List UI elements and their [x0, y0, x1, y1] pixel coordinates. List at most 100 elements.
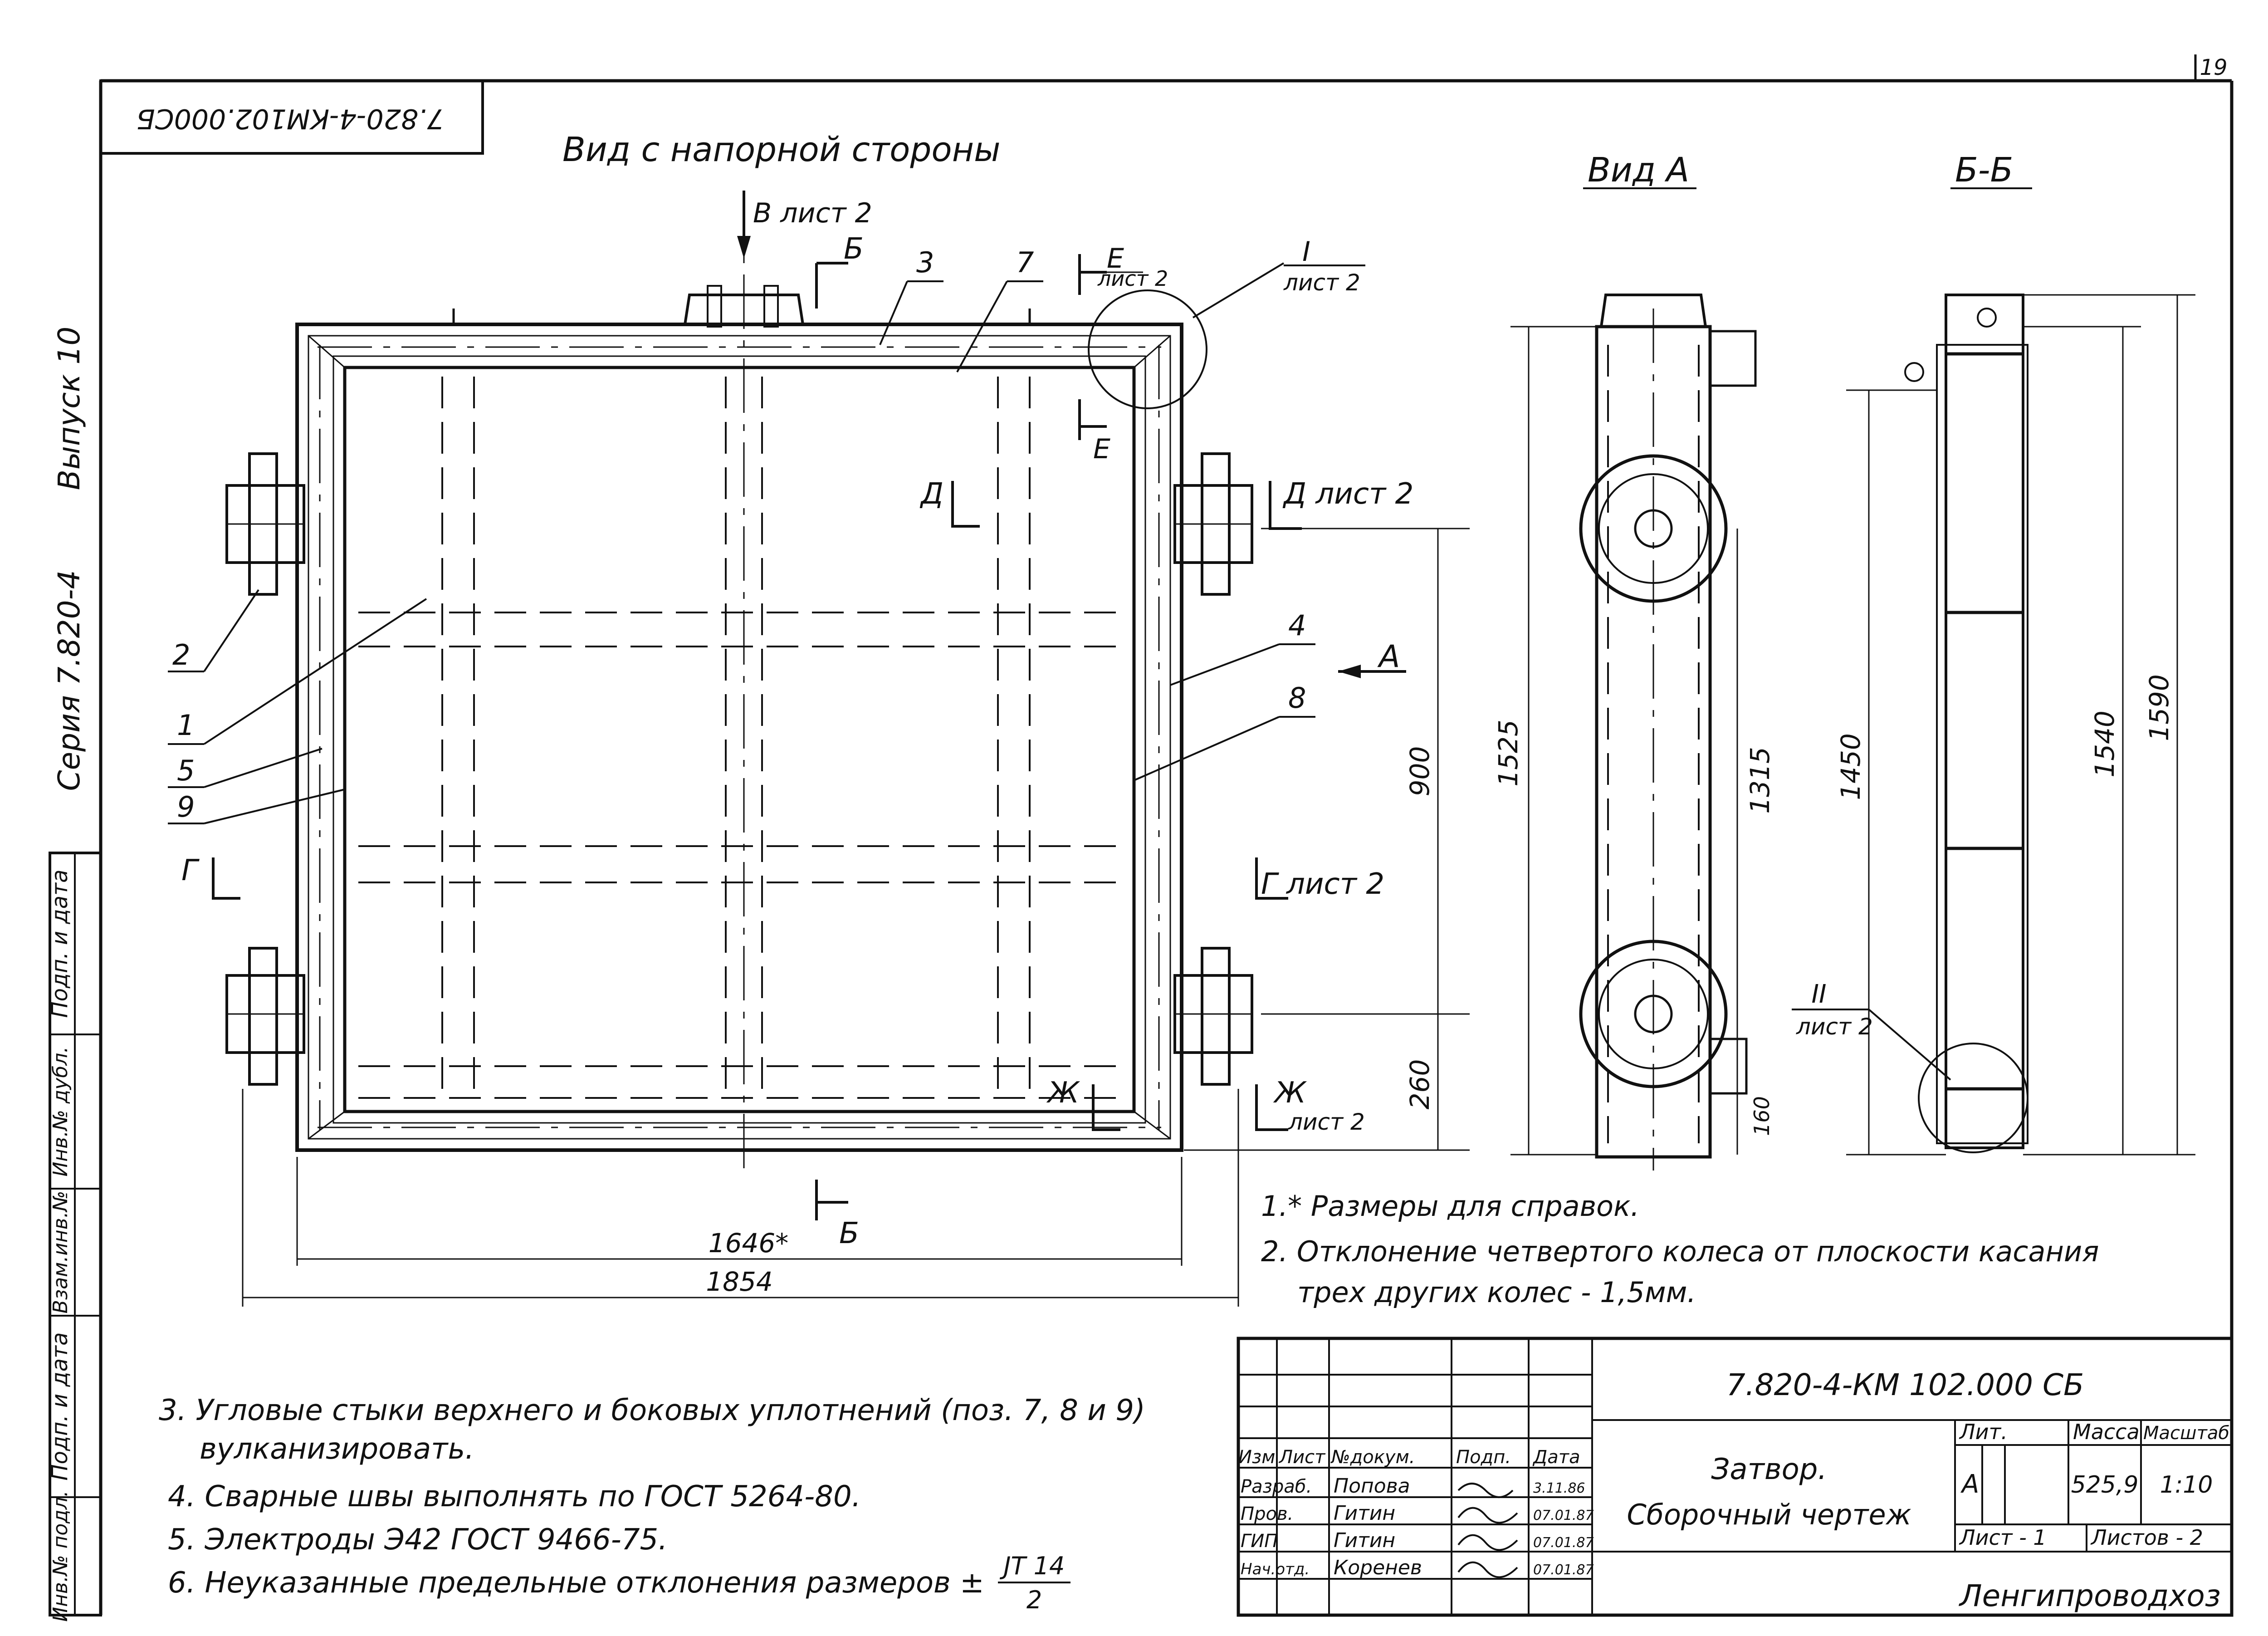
lit-label: Лит.: [1959, 1420, 2008, 1444]
section-bb-dimensions: [1846, 294, 2195, 1156]
svg-text:Ж: Ж: [1046, 1076, 1080, 1110]
section-bb-drawing: [1904, 294, 2028, 1149]
row-name-1: Попова: [1334, 1474, 1410, 1498]
scale-value: 1:10: [2160, 1471, 2213, 1499]
svg-text:Б: Б: [844, 232, 864, 266]
wheel-top-right: [1173, 452, 1253, 596]
pos-4: 4: [1288, 609, 1306, 642]
svg-text:II: II: [1811, 980, 1826, 1009]
svg-text:лист 2: лист 2: [1097, 266, 1168, 291]
dim-900: 900: [1404, 746, 1435, 797]
svg-text:Е: Е: [1093, 433, 1110, 465]
hdr-date: Дата: [1532, 1447, 1580, 1468]
rotated-stamp-code: 7.820-4-КМ102.000СБ: [137, 103, 445, 134]
dimension-lines-main: [242, 528, 1470, 1307]
section-mark-g-left: Г: [181, 854, 240, 900]
row-date-4: 07.01.87: [1533, 1562, 1594, 1578]
mass-label: Масса: [2073, 1420, 2140, 1444]
sheets-label: Листов - 2: [2090, 1525, 2203, 1550]
detail-label-ii: II лист 2: [1792, 980, 1951, 1081]
detail-circle-i: [1088, 289, 1207, 409]
gate-main-view: [295, 191, 1183, 1175]
section-mark-d-right: Д лист 2: [1269, 477, 1413, 530]
note-3-cont: вулканизировать.: [200, 1432, 474, 1466]
section-mark-e-side: Е: [1078, 399, 1110, 465]
pos-1: 1: [177, 709, 195, 742]
view-a-title: Вид А: [1588, 151, 1689, 190]
page-number: 19: [2200, 55, 2227, 80]
section-mark-d-left: Д: [919, 477, 980, 528]
section-mark-zh-left: Ж: [1046, 1076, 1120, 1131]
hdr-doc: №докум.: [1330, 1447, 1415, 1468]
hdr-sign: Подп.: [1456, 1447, 1511, 1468]
section-mark-zh-right: Ж лист 2: [1255, 1076, 1365, 1135]
note-5: 5. Электроды Э42 ГОСТ 9466-75.: [168, 1523, 668, 1557]
left-stamp-column: Подп. и дата Инв.№ дубл. Взам.инв.№ Подп…: [47, 852, 102, 1622]
stamp-sign-date-1: Подп. и дата: [47, 870, 73, 1018]
stamp-sign-date-2: Подп. и дата: [47, 1332, 73, 1481]
pos-7: 7: [1016, 246, 1034, 279]
svg-text:лист 2: лист 2: [1288, 1109, 1365, 1135]
stamp-vzam-inv: Взам.инв.№: [49, 1191, 72, 1314]
dim-1646: 1646*: [709, 1228, 789, 1259]
svg-text:Ж: Ж: [1273, 1076, 1307, 1110]
b-sheet2-text: В лист 2: [753, 197, 872, 229]
scale-label: Масштаб: [2143, 1423, 2229, 1444]
svg-text:Г лист 2: Г лист 2: [1261, 867, 1384, 901]
note-3: 3. Угловые стыки верхнего и боковых упло…: [159, 1394, 1145, 1427]
tolerance-fraction: JT 14 2: [998, 1552, 1070, 1614]
row-name-4: Коренев: [1334, 1556, 1422, 1579]
note-1: 1.* Размеры для справок.: [1261, 1190, 1639, 1223]
section-mark-g-right: Г лист 2: [1255, 857, 1384, 901]
page-number-box: 19: [2194, 54, 2228, 81]
pos-3: 3: [916, 246, 934, 279]
pos-5: 5: [177, 754, 195, 787]
hdr-izm: Изм: [1238, 1447, 1275, 1468]
sheet-label: Лист - 1: [1959, 1525, 2047, 1550]
note-4: 4. Сварные швы выполнять по ГОСТ 5264-80…: [168, 1480, 861, 1514]
view-a-drawing: [1579, 294, 1757, 1171]
dim-1590: 1590: [2144, 674, 2175, 741]
svg-text:I: I: [1302, 236, 1310, 268]
svg-text:Е: Е: [1107, 243, 1124, 274]
row-date-1: 3.11.86: [1533, 1480, 1585, 1496]
detail-label-i: I лист 2: [1283, 236, 1365, 296]
hdr-list: Лист: [1278, 1447, 1326, 1468]
svg-text:А: А: [1377, 639, 1400, 675]
svg-text:лист 2: лист 2: [1283, 269, 1360, 296]
note-6: 6. Неуказанные предельные отклонения раз…: [168, 1566, 984, 1600]
drawing-type: Сборочный чертеж: [1627, 1498, 1911, 1531]
stamp-inv-podl: Инв.№ подл.: [49, 1490, 72, 1622]
pos-9: 9: [177, 790, 195, 823]
wheel-top-left: [225, 452, 305, 596]
section-mark-e-top: Е лист 2: [1078, 243, 1168, 295]
svg-text:лист 2: лист 2: [1796, 1014, 1873, 1040]
wheel-bottom-right: [1173, 947, 1253, 1086]
dim-1854: 1854: [706, 1266, 773, 1297]
dim-1315: 1315: [1745, 747, 1775, 814]
dim-260: 260: [1404, 1059, 1435, 1110]
stamp-inv-dubl: Инв.№ дубл.: [49, 1046, 72, 1176]
mass-value: 525,9: [2071, 1471, 2139, 1499]
detail-circle-ii: [1918, 1043, 2028, 1153]
note-2: 2. Отклонение четвертого колеса от плоск…: [1261, 1235, 2099, 1268]
section-mark-b-top: Б: [815, 232, 864, 309]
top-stamp: 7.820-4-КМ102.000СБ: [99, 79, 484, 155]
wheel-bottom-left: [225, 947, 305, 1086]
org-name: Ленгипроводхоз: [1959, 1578, 2221, 1613]
row-role-2: Пров.: [1241, 1504, 1293, 1524]
pos-2: 2: [172, 638, 190, 671]
dim-160: 160: [1750, 1096, 1774, 1136]
row-role-1: Разраб.: [1241, 1476, 1312, 1497]
svg-text:Б: Б: [839, 1217, 859, 1250]
row-name-2: Гитин: [1334, 1502, 1395, 1525]
dim-1525: 1525: [1493, 720, 1524, 787]
dim-1540: 1540: [2089, 710, 2120, 778]
svg-text:JT 14: JT 14: [1000, 1552, 1065, 1580]
svg-text:Г: Г: [181, 854, 200, 887]
view-arrow-a: А: [1338, 639, 1406, 678]
product-name: Затвор.: [1711, 1453, 1827, 1486]
issue-label: Выпуск 10: [52, 327, 87, 490]
svg-text:Д лист 2: Д лист 2: [1282, 477, 1413, 511]
callout-b-sheet2: В лист 2: [737, 191, 872, 259]
